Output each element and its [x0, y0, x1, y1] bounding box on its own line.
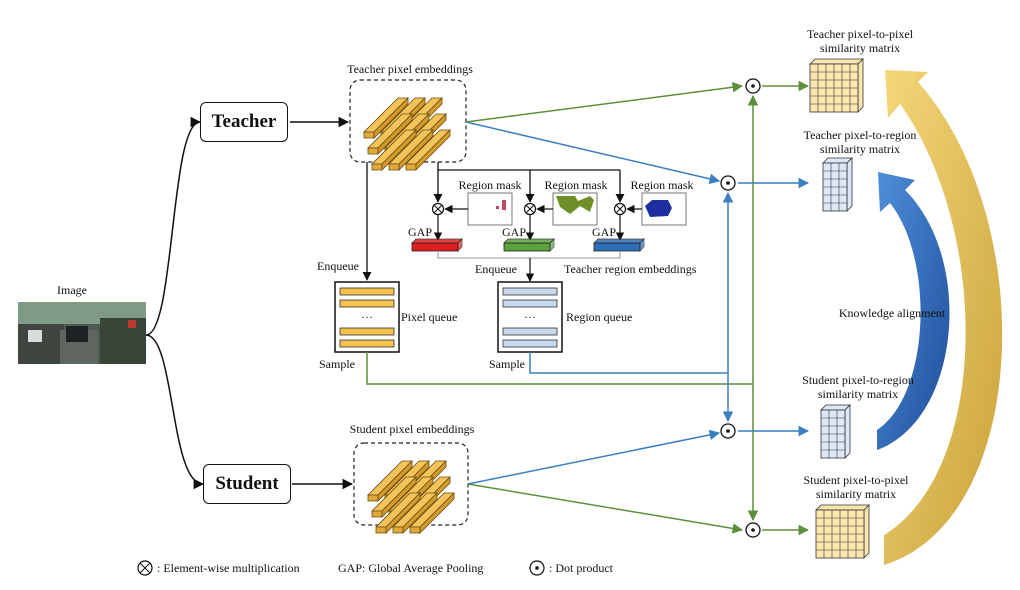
student-p2p-matrix — [815, 504, 870, 559]
knowledge-alignment-label: Knowledge alignment — [838, 306, 946, 320]
gap-label-3: GAP — [591, 225, 616, 239]
embedding-bar — [367, 460, 413, 502]
enqueue-region-label: Enqueue — [475, 262, 517, 276]
teacher-embeddings-box — [349, 79, 467, 163]
student-label: Student — [215, 473, 279, 494]
region-queue — [497, 281, 563, 353]
student-box: Student — [203, 464, 291, 504]
teacher-p2r-matrix — [822, 157, 853, 212]
queue-slot — [339, 339, 395, 348]
region-queue-ellipsis: ··· — [524, 310, 536, 324]
queue-slot — [339, 287, 395, 296]
dot-node-student-p2r — [720, 423, 736, 439]
dot-node-teacher-p2r — [720, 175, 736, 191]
multiply-node-1 — [431, 202, 445, 216]
gap-bar — [411, 238, 463, 252]
pixel-queue-ellipsis: ··· — [361, 310, 373, 324]
region-mask-image-3 — [641, 192, 687, 226]
teacher-embedding-bars — [363, 97, 451, 171]
queue-slot — [502, 327, 558, 336]
dot-node-teacher-p2p — [745, 78, 761, 94]
enqueue-pixel-label: Enqueue — [317, 259, 359, 273]
gap-label-2: GAP — [501, 225, 526, 239]
region-queue-label: Region queue — [566, 310, 633, 324]
multiply-node-3 — [613, 202, 627, 216]
region-mask-label-2: Region mask — [544, 178, 608, 192]
queue-slot — [339, 327, 395, 336]
embedding-bar — [375, 492, 421, 534]
embedding-bar — [409, 492, 455, 534]
sample-pixel-label: Sample — [319, 357, 355, 371]
teacher-embeddings-label: Teacher pixel embeddings — [347, 62, 473, 76]
legend-multiply-icon — [137, 560, 153, 576]
legend-multiply-text: : Element-wise multiplication — [157, 561, 300, 575]
gap-label-1: GAP — [407, 225, 432, 239]
embedding-bar — [371, 476, 417, 518]
pixel-queue — [334, 281, 400, 353]
gold-alignment-arrow — [884, 70, 1003, 565]
teacher-box: Teacher — [200, 102, 288, 142]
student-embeddings-label: Student pixel embeddings — [349, 422, 475, 436]
region-mask-label-3: Region mask — [630, 178, 694, 192]
blue-alignment-arrow — [877, 172, 950, 450]
embedding-bar — [405, 129, 451, 171]
gap-region-embeddings — [411, 238, 645, 252]
embedding-bar — [363, 97, 409, 139]
embedding-bar — [392, 492, 438, 534]
region-mask-image-2 — [552, 192, 598, 226]
legend-dot-icon — [529, 560, 545, 576]
queue-slot — [339, 299, 395, 308]
legend-gap-text: GAP: Global Average Pooling — [338, 561, 484, 575]
gap-bar — [503, 238, 555, 252]
input-image — [18, 302, 146, 364]
sample-region-label: Sample — [489, 357, 525, 371]
embedding-bar — [388, 129, 434, 171]
gap-bar — [593, 238, 645, 252]
teacher-p2p-matrix — [809, 58, 864, 113]
multiply-node-2 — [523, 202, 537, 216]
queue-slot — [502, 287, 558, 296]
embedding-bar — [367, 113, 413, 155]
embedding-bar — [371, 129, 417, 171]
region-mask-image-1 — [467, 192, 513, 226]
dot-node-student-p2p — [745, 522, 761, 538]
queue-slot — [502, 339, 558, 348]
legend-dot-text: : Dot product — [549, 561, 613, 575]
teacher-label: Teacher — [211, 111, 277, 132]
queue-slot — [502, 299, 558, 308]
image-label: Image — [57, 283, 87, 297]
teacher-region-embeddings-label: Teacher region embeddings — [564, 262, 697, 276]
student-embedding-bars — [367, 460, 455, 534]
region-mask-label-1: Region mask — [458, 178, 522, 192]
student-p2r-matrix — [820, 404, 851, 459]
pixel-queue-label: Pixel queue — [401, 310, 458, 324]
